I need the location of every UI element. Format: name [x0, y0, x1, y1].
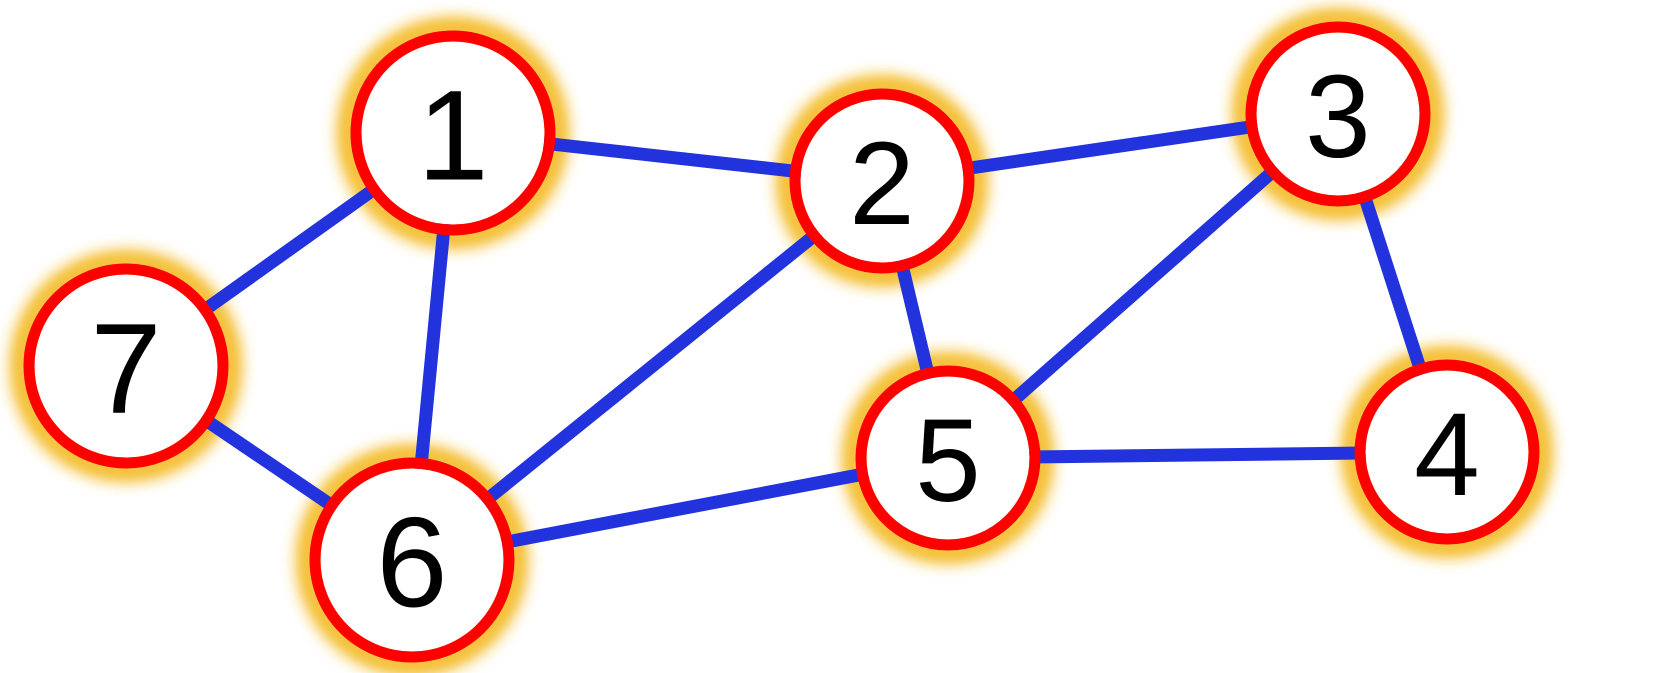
node-label-5: 5 — [915, 395, 981, 527]
graph-node-3[interactable]: 3 — [1245, 21, 1431, 207]
node-fill-3 — [1256, 32, 1420, 196]
node-ring-1 — [350, 30, 556, 236]
edge-4-5[interactable] — [1024, 446, 1371, 464]
node-label-1: 1 — [417, 65, 488, 208]
graph-node-2[interactable]: 2 — [789, 88, 975, 274]
node-layer: 1 2 3 4 5 6 7 — [23, 21, 1540, 663]
node-label-6: 6 — [376, 492, 447, 635]
graph-node-1[interactable]: 1 — [350, 30, 556, 236]
node-fill-7 — [34, 274, 218, 458]
graph-node-4[interactable]: 4 — [1354, 359, 1540, 545]
node-label-2: 2 — [849, 118, 915, 250]
graph-node-5[interactable]: 5 — [855, 365, 1041, 551]
edge-layer — [194, 119, 1429, 550]
node-ring-2 — [789, 88, 975, 274]
edge-2-6[interactable] — [477, 226, 825, 509]
graph-node-6[interactable]: 6 — [309, 457, 515, 663]
node-label-7: 7 — [90, 298, 161, 441]
node-ring-3 — [1245, 21, 1431, 207]
edge-1-7[interactable] — [194, 180, 385, 319]
edge-1-6[interactable] — [414, 218, 451, 475]
node-label-4: 4 — [1414, 389, 1480, 521]
edge-1-2[interactable] — [538, 136, 807, 179]
node-label-3: 3 — [1305, 51, 1371, 183]
edge-2-3[interactable] — [957, 119, 1263, 176]
node-fill-2 — [800, 99, 964, 263]
edge-5-6[interactable] — [496, 466, 874, 550]
node-ring-5 — [855, 365, 1041, 551]
edge-6-7[interactable] — [196, 411, 342, 515]
node-fill-6 — [320, 468, 504, 652]
node-ring-7 — [23, 263, 229, 469]
node-fill-1 — [361, 41, 545, 225]
node-ring-6 — [309, 457, 515, 663]
node-fill-5 — [866, 376, 1030, 540]
node-ring-4 — [1354, 359, 1540, 545]
node-fill-4 — [1365, 370, 1529, 534]
graph-node-7[interactable]: 7 — [23, 263, 229, 469]
edge-3-5[interactable] — [1003, 162, 1283, 410]
edge-3-4[interactable] — [1356, 186, 1429, 380]
edge-2-5[interactable] — [894, 254, 936, 385]
